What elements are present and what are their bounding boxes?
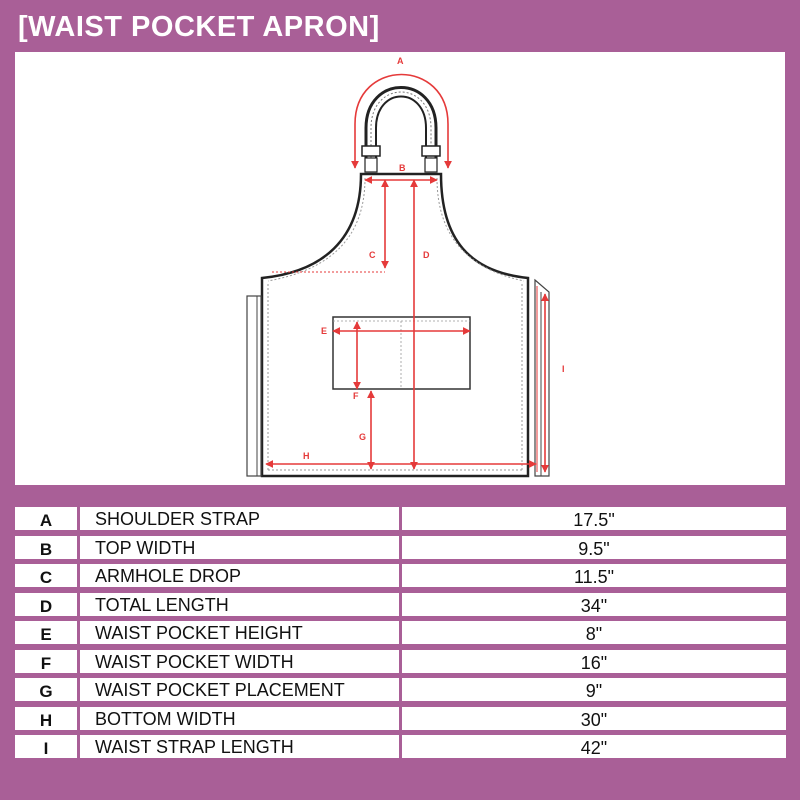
label-h: H — [303, 451, 310, 461]
table-row: G WAIST POCKET PLACEMENT 9" — [15, 678, 786, 701]
measure-name: TOP WIDTH — [80, 536, 399, 559]
label-e: E — [321, 326, 327, 336]
table-row: C ARMHOLE DROP 11.5" — [15, 564, 786, 587]
measure-value: 9" — [402, 678, 786, 701]
measure-code: G — [15, 678, 77, 701]
measure-name: WAIST STRAP LENGTH — [80, 735, 399, 758]
label-b: B — [399, 163, 406, 173]
measure-code: E — [15, 621, 77, 644]
label-c: C — [369, 250, 376, 260]
apron-diagram: A B C D E F G H I — [246, 56, 565, 478]
measure-code: C — [15, 564, 77, 587]
measure-name: ARMHOLE DROP — [80, 564, 399, 587]
measure-code: B — [15, 536, 77, 559]
measure-name: BOTTOM WIDTH — [80, 707, 399, 730]
measure-value: 8" — [402, 621, 786, 644]
measure-name: WAIST POCKET WIDTH — [80, 650, 399, 673]
neck-strap — [361, 86, 441, 173]
measure-value: 16" — [402, 650, 786, 673]
table-row: H BOTTOM WIDTH 30" — [15, 707, 786, 730]
table-row: E WAIST POCKET HEIGHT 8" — [15, 621, 786, 644]
measure-value: 11.5" — [402, 564, 786, 587]
table-row: I WAIST STRAP LENGTH 42" — [15, 735, 786, 758]
table-row: A SHOULDER STRAP 17.5" — [15, 507, 786, 530]
label-f: F — [353, 391, 359, 401]
waist-pocket — [332, 316, 471, 390]
label-a: A — [397, 56, 404, 66]
label-d: D — [423, 250, 430, 260]
measure-value: 42" — [402, 735, 786, 758]
measure-code: D — [15, 593, 77, 616]
measure-value: 9.5" — [402, 536, 786, 559]
measure-code: I — [15, 735, 77, 758]
measure-code: F — [15, 650, 77, 673]
measure-value: 17.5" — [402, 507, 786, 530]
measure-value: 30" — [402, 707, 786, 730]
apron-diagram-panel: A B C D E F G H I — [15, 52, 785, 485]
measure-name: WAIST POCKET HEIGHT — [80, 621, 399, 644]
table-row: F WAIST POCKET WIDTH 16" — [15, 650, 786, 673]
label-g: G — [359, 432, 366, 442]
table-row: D TOTAL LENGTH 34" — [15, 593, 786, 616]
measurement-lines — [265, 73, 549, 473]
header-bar: [WAIST POCKET APRON] — [0, 0, 800, 52]
measure-name: TOTAL LENGTH — [80, 593, 399, 616]
measure-name: SHOULDER STRAP — [80, 507, 399, 530]
page-title: [WAIST POCKET APRON] — [18, 11, 380, 43]
measure-code: A — [15, 507, 77, 530]
table-row: B TOP WIDTH 9.5" — [15, 536, 786, 559]
measure-value: 34" — [402, 593, 786, 616]
measure-code: H — [15, 707, 77, 730]
measure-name: WAIST POCKET PLACEMENT — [80, 678, 399, 701]
label-i: I — [562, 364, 565, 374]
